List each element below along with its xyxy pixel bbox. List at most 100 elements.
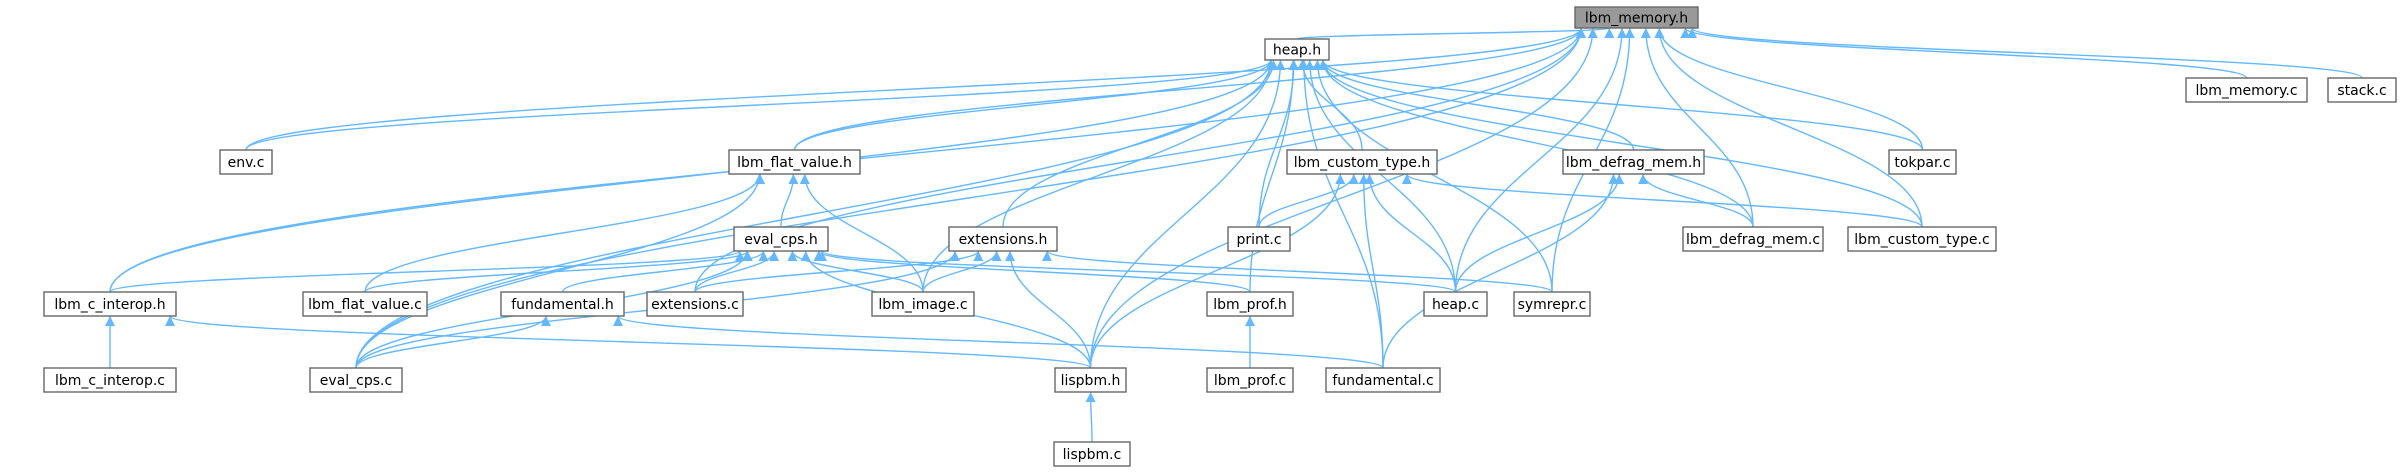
node-lbm_c_interop_c[interactable]: lbm_c_interop.c [43, 367, 177, 393]
node-label: lbm_prof.h [1213, 297, 1287, 313]
node-label: heap.c [1432, 297, 1479, 313]
node-extensions_c[interactable]: extensions.c [646, 291, 744, 317]
edge-lbm_flat_value_h-to-lbm_memory_h [793, 27, 1586, 151]
node-layer: lbm_memory.h heap.h lbm_memory.c stack.c env… [43, 6, 2397, 467]
node-label: lbm_custom_type.c [1854, 232, 1989, 248]
node-lispbm_h[interactable]: lispbm.h [1054, 367, 1127, 393]
node-label: lbm_defrag_mem.h [1566, 155, 1701, 171]
node-lbm_image_c[interactable]: lbm_image.c [871, 291, 975, 317]
edge-lispbm_c-to-lispbm_h [1085, 391, 1096, 443]
node-box [1286, 149, 1438, 175]
edge-heap_c-to-eval_cps_h [817, 250, 1457, 293]
node-lbm_defrag_mem_c[interactable]: lbm_defrag_mem.c [1682, 226, 1824, 252]
node-box [219, 149, 273, 175]
edge-lbm_defrag_mem_c-to-lbm_defrag_mem_h [1638, 173, 1754, 228]
edge-stack_c-to-lbm_memory_h [1687, 27, 2363, 79]
node-label: symrepr.c [1518, 297, 1587, 313]
edge-fundamental_c-to-fundamental_h [613, 315, 1384, 369]
node-lbm_memory_c[interactable]: lbm_memory.c [2185, 77, 2308, 103]
node-label: lbm_flat_value.h [737, 155, 852, 171]
node-fundamental_h[interactable]: fundamental.h [500, 291, 625, 317]
node-lbm_custom_type_c[interactable]: lbm_custom_type.c [1847, 226, 1997, 252]
edge-lbm_flat_value_c-to-lbm_flat_value_h [364, 173, 766, 293]
edge-lbm_image_c-to-heap_h [922, 59, 1276, 293]
edge-eval_cps_c-to-heap_h [355, 59, 1276, 369]
edge-print_c-to-lbm_custom_type_h [1258, 173, 1359, 228]
node-lispbm_c[interactable]: lispbm.c [1053, 441, 1131, 467]
node-eval_cps_c[interactable]: eval_cps.c [309, 367, 403, 393]
node-symrepr_c[interactable]: symrepr.c [1513, 291, 1591, 317]
node-lbm_custom_type_h[interactable]: lbm_custom_type.h [1286, 149, 1438, 175]
node-box [728, 149, 861, 175]
edge-heap_c-to-lbm_defrag_mem_h [1454, 173, 1625, 293]
node-box [1574, 6, 1699, 29]
node-label: lispbm.h [1061, 373, 1121, 389]
node-label: lbm_custom_type.h [1294, 155, 1431, 171]
edge-heap_h-to-lbm_memory_h [1296, 27, 1614, 40]
node-lbm_flat_value_h[interactable]: lbm_flat_value.h [728, 149, 861, 175]
node-lbm_c_interop_h[interactable]: lbm_c_interop.h [43, 291, 177, 317]
node-stack_c[interactable]: stack.c [2327, 77, 2397, 103]
edge-lbm_defrag_mem_c-to-lbm_memory_h [1640, 27, 1754, 228]
edge-lbm_c_interop_h-to-eval_cps_h [109, 250, 745, 293]
node-box [2327, 77, 2397, 103]
node-lbm_memory_h[interactable]: lbm_memory.h [1574, 6, 1699, 29]
node-heap_c[interactable]: heap.c [1423, 291, 1488, 317]
node-box [1054, 367, 1127, 393]
node-box [1325, 367, 1441, 393]
node-box [43, 291, 177, 317]
edge-lbm_defrag_mem_c-to-heap_h [1318, 59, 1754, 228]
edge-lbm_custom_type_c-to-lbm_memory_h [1654, 27, 1923, 228]
node-lbm_flat_value_c[interactable]: lbm_flat_value.c [302, 291, 428, 317]
edge-fundamental_c-to-lbm_defrag_mem_h [1382, 173, 1619, 369]
node-lbm_prof_c[interactable]: lbm_prof.c [1206, 367, 1294, 393]
edge-fundamental_h-to-eval_cps_h [561, 250, 769, 293]
node-print_c[interactable]: print.c [1227, 226, 1291, 252]
node-box [871, 291, 975, 317]
edge-lbm_prof_h-to-heap_h [1249, 59, 1299, 293]
node-eval_cps_h[interactable]: eval_cps.h [733, 226, 829, 252]
node-label: heap.h [1273, 43, 1321, 59]
node-box [2185, 77, 2308, 103]
node-fundamental_c[interactable]: fundamental.c [1325, 367, 1441, 393]
edge-extensions_c-to-eval_cps_h [694, 250, 780, 293]
edge-tokpar_c-to-heap_h [1318, 59, 1924, 151]
node-box [1053, 441, 1131, 467]
node-label: fundamental.c [1332, 373, 1433, 389]
node-box [1206, 291, 1294, 317]
node-label: lbm_prof.c [1214, 373, 1286, 389]
node-label: lbm_defrag_mem.c [1686, 232, 1820, 248]
edge-heap_c-to-lbm_memory_h [1454, 27, 1628, 293]
edge-eval_cps_c-to-lbm_memory_h [355, 27, 1586, 369]
node-lbm_prof_h[interactable]: lbm_prof.h [1206, 291, 1294, 317]
node-label: lbm_memory.h [1585, 11, 1688, 27]
node-label: eval_cps.h [744, 232, 818, 248]
node-box [309, 367, 403, 393]
node-box [500, 291, 625, 317]
node-box [1206, 367, 1294, 393]
node-label: extensions.h [959, 232, 1048, 248]
node-env_c[interactable]: env.c [219, 149, 273, 175]
node-lbm_defrag_mem_h[interactable]: lbm_defrag_mem.h [1562, 149, 1705, 175]
node-tokpar_c[interactable]: tokpar.c [1888, 149, 1957, 175]
edge-lbm_memory_c-to-lbm_memory_h [1680, 27, 2248, 79]
edge-lbm_flat_value_c-to-eval_cps_h [364, 250, 753, 293]
edge-lispbm_h-to-extensions_h [1005, 250, 1092, 369]
edge-lispbm_h-to-heap_h [1089, 59, 1286, 369]
node-box [1847, 226, 1997, 252]
edge-fundamental_c-to-lbm_custom_type_h [1358, 173, 1384, 369]
edge-lbm_prof_h-to-eval_cps_h [813, 250, 1251, 293]
edge-lispbm_h-to-lbm_c_interop_h [165, 315, 1092, 369]
node-box [1888, 149, 1957, 175]
node-heap_h[interactable]: heap.h [1264, 38, 1330, 61]
node-box [1264, 38, 1330, 61]
edge-heap_c-to-heap_h [1304, 59, 1457, 293]
node-label: print.c [1236, 232, 1281, 248]
edge-symrepr_c-to-extensions_h [1042, 250, 1553, 293]
edge-lbm_custom_type_c-to-heap_h [1318, 59, 1923, 228]
node-extensions_h[interactable]: extensions.h [948, 226, 1058, 252]
edge-lispbm_h-to-lbm_memory_h [1089, 27, 1598, 369]
node-box [733, 226, 829, 252]
edge-tokpar_c-to-lbm_memory_h [1654, 27, 1924, 151]
